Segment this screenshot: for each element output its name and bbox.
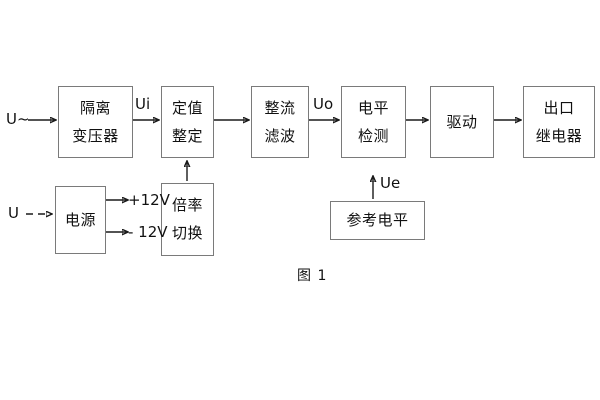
block-line: 切换 [171, 224, 203, 242]
block-line: 电平 [357, 98, 389, 117]
block-line: 参考电平 [346, 211, 409, 229]
block-line: 出口 [543, 98, 575, 117]
label-uo: Uo [313, 95, 334, 113]
block-line: 隔离 [79, 98, 111, 117]
block-isolation-transformer: 隔离 变压器 [58, 86, 133, 158]
block-line: 检测 [357, 126, 389, 145]
block-line: 驱动 [446, 112, 478, 131]
block-line: 整流 [264, 98, 296, 117]
block-reference-level: 参考电平 [330, 201, 425, 240]
block-line: 变压器 [72, 126, 119, 145]
block-line: 滤波 [264, 126, 296, 145]
block-multiplier-switch: 倍率 切换 [161, 183, 214, 256]
block-line: 电源 [64, 210, 96, 229]
label-ui: Ui [135, 95, 151, 113]
figure-caption: 图 1 [297, 268, 328, 284]
label-pos-12v: +12V [128, 191, 170, 209]
label-ue: Ue [380, 174, 401, 192]
block-setting-adjust: 定值 整定 [161, 86, 214, 158]
label-input-ac: U~ [6, 110, 30, 128]
label-input-dc: U [8, 204, 19, 222]
block-rectify-filter: 整流 滤波 [251, 86, 309, 158]
block-line: 倍率 [171, 196, 203, 214]
block-drive: 驱动 [430, 86, 494, 158]
block-output-relay: 出口 继电器 [523, 86, 595, 158]
block-line: 继电器 [535, 126, 583, 145]
block-line: 定值 [171, 98, 203, 117]
block-line: 整定 [171, 126, 203, 145]
block-power-supply: 电源 [55, 186, 106, 254]
block-level-detect: 电平 检测 [341, 86, 406, 158]
label-neg-12v: - 12V [128, 223, 168, 241]
